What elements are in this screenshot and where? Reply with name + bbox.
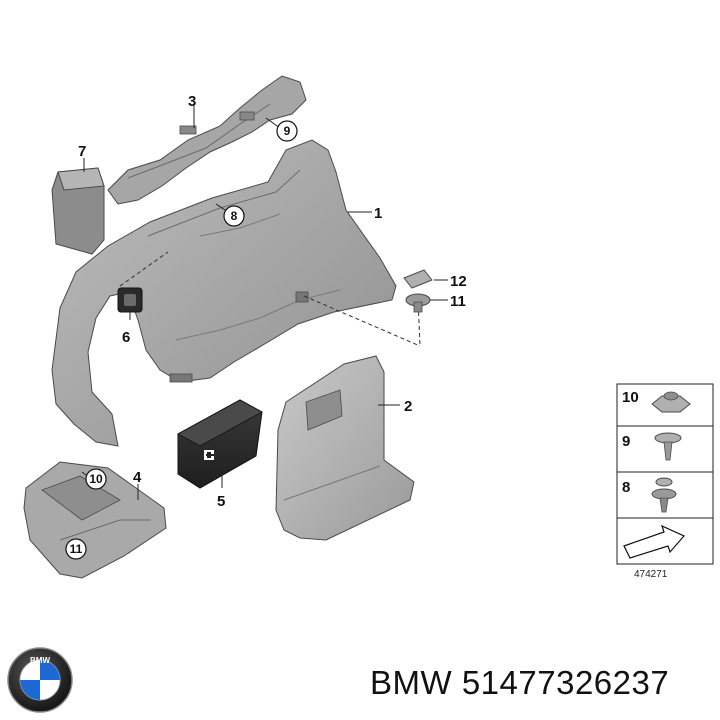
callout-5: 5	[217, 493, 225, 510]
clip-12	[403, 269, 433, 289]
part-7-trim-block	[51, 167, 105, 255]
bmw-logo: BMW	[7, 647, 73, 713]
callout-3: 3	[188, 93, 196, 110]
callout-6: 6	[122, 329, 130, 346]
fastener-legend: 10 9 8 474271	[616, 383, 714, 580]
part-2-cover-panel	[275, 355, 415, 541]
legend-item-9: 9	[622, 433, 630, 450]
part-label: BMW 51477326237	[370, 664, 669, 702]
screw-icon	[654, 432, 682, 461]
circled-callout-9: 9	[276, 120, 298, 142]
part-5-first-aid-kit	[177, 399, 263, 489]
callout-2: 2	[404, 398, 412, 415]
brand-name: BMW	[370, 664, 453, 701]
arrow-icon	[623, 524, 685, 559]
clip-icon	[651, 477, 677, 513]
circled-callout-8: 8	[223, 205, 245, 227]
callout-11: 11	[450, 293, 466, 310]
callout-4: 4	[133, 469, 142, 486]
callout-7: 7	[78, 143, 86, 160]
callout-1: 1	[374, 205, 382, 222]
circled-callout-11: 11	[65, 538, 87, 560]
part-6-grommet	[117, 287, 143, 313]
circled-callout-10: 10	[85, 468, 107, 490]
part-3-upper-rail	[107, 75, 307, 205]
diagram-number: 474271	[634, 569, 668, 580]
circled-8-label: 8	[231, 209, 238, 223]
logo-letters: BMW	[30, 656, 50, 665]
part-1-side-panel	[51, 139, 397, 447]
clip-11	[405, 293, 431, 313]
part-number: 51477326237	[461, 664, 670, 701]
legend-item-10: 10	[622, 389, 639, 406]
part-4-bracket-tray	[23, 461, 167, 579]
circled-10-label: 10	[89, 472, 103, 486]
circled-9-label: 9	[284, 124, 291, 138]
callout-12: 12	[450, 273, 467, 290]
circled-11-label: 11	[70, 542, 83, 556]
legend-item-8: 8	[622, 479, 630, 496]
nut-icon	[651, 391, 691, 413]
